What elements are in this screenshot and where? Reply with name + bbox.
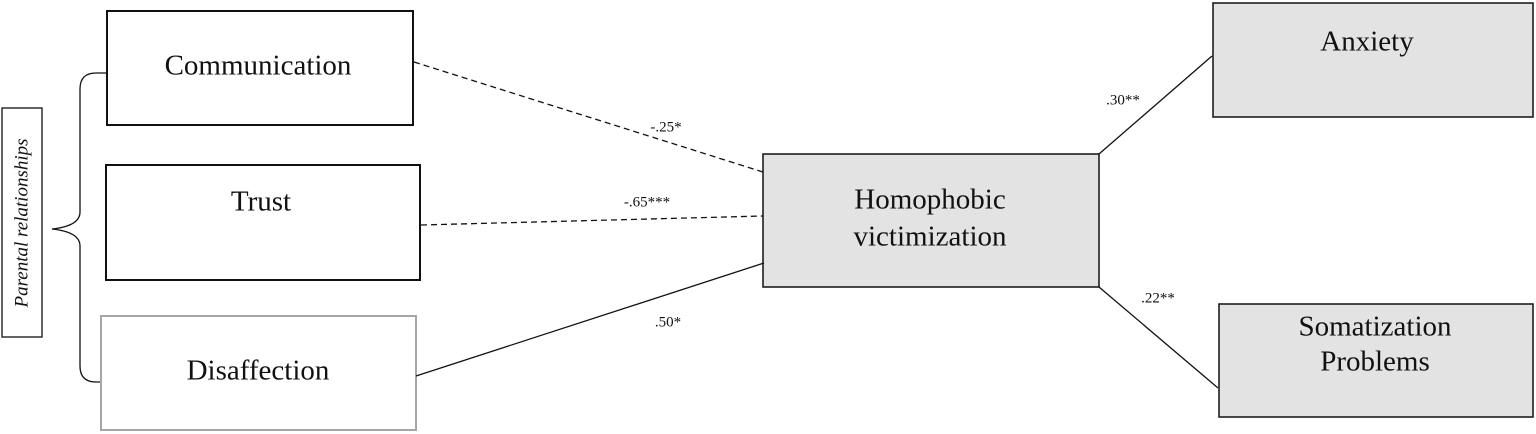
victimization-box xyxy=(762,153,1100,288)
group-label-box: Parental relationships xyxy=(1,107,43,338)
group-label: Parental relationships xyxy=(11,138,32,308)
communication-label: Communication xyxy=(165,50,352,82)
coef-disaffection-victimization: .50* xyxy=(655,314,681,330)
group-label-frame xyxy=(1,107,43,338)
disaffection-box xyxy=(100,315,417,431)
communication-box xyxy=(106,10,414,126)
somatization-label-line1: Somatization xyxy=(1298,311,1452,343)
coef-victimization-anxiety: .30** xyxy=(1106,92,1140,108)
anxiety-label: Anxiety xyxy=(1320,26,1414,58)
coef-communication-victimization: -.25* xyxy=(650,119,681,135)
path-victimization-somatization xyxy=(1098,286,1219,389)
trust-label: Trust xyxy=(231,186,291,218)
disaffection-label: Disaffection xyxy=(187,355,330,387)
somatization-label-line2: Problems xyxy=(1320,346,1430,378)
victimization-label-line1: Homophobic xyxy=(854,184,1005,216)
victimization-label-line2: victimization xyxy=(853,221,1007,253)
group-brace xyxy=(51,72,112,383)
coef-trust-victimization: -.65*** xyxy=(624,194,670,210)
anxiety-box xyxy=(1212,2,1534,118)
path-trust-victimization xyxy=(420,215,764,226)
coef-victimization-somatization: .22** xyxy=(1141,290,1175,306)
path-communication-victimization xyxy=(413,61,764,173)
somatization-box xyxy=(1218,303,1534,418)
trust-box xyxy=(105,164,421,281)
path-victimization-anxiety xyxy=(1098,55,1213,155)
path-disaffection-victimization xyxy=(415,262,765,377)
